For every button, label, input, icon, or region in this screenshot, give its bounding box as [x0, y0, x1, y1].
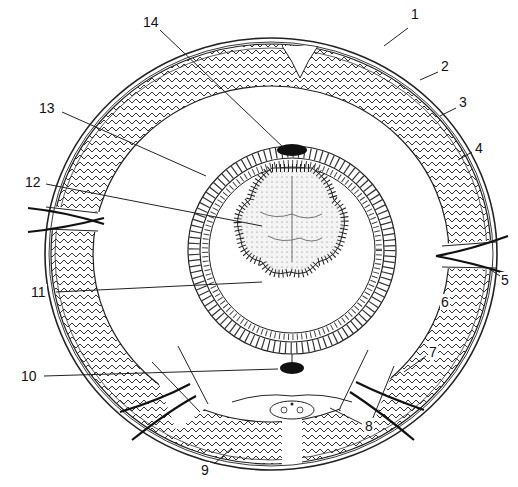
callout-number: 4	[474, 140, 484, 156]
callout-number: 7	[428, 344, 438, 360]
callout-number: 14	[142, 14, 160, 30]
callout-number: 6	[440, 294, 450, 310]
callout-number: 3	[458, 94, 468, 110]
callout-number: 8	[364, 418, 374, 434]
callout-number: 9	[200, 462, 210, 478]
callout-number: 2	[440, 58, 450, 74]
callout-number: 11	[30, 284, 47, 300]
callout-number: 10	[20, 368, 38, 384]
callout-number: 12	[24, 174, 42, 190]
callout-number: 5	[500, 272, 510, 288]
callout-number: 1	[410, 6, 420, 22]
callout-number: 13	[38, 100, 56, 116]
